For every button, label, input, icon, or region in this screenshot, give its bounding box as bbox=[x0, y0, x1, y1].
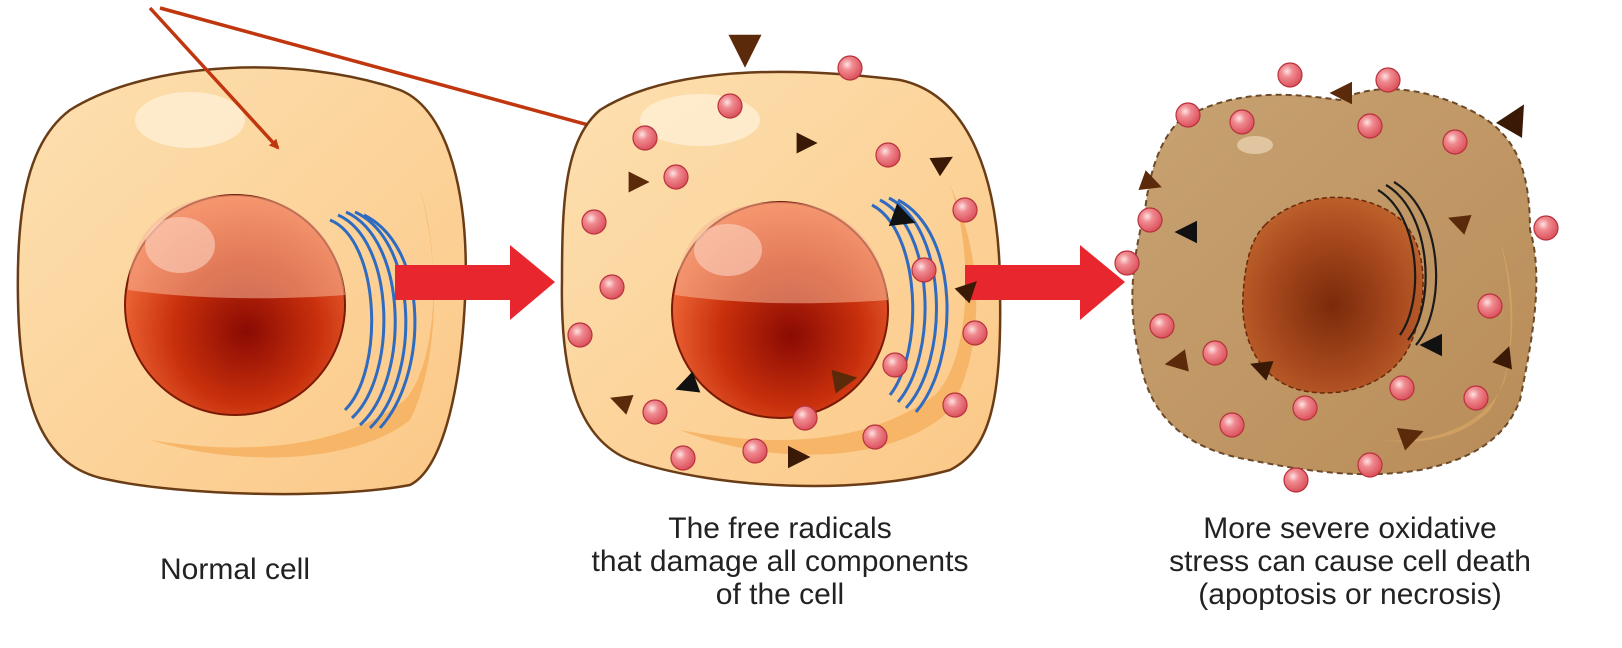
damaged-cell bbox=[562, 72, 1000, 486]
free-radical-dot bbox=[582, 210, 606, 234]
caption-damaged-line-1: The free radicals bbox=[560, 512, 1000, 545]
caption-dying-line-2: stress can cause cell death bbox=[1120, 545, 1580, 578]
caption-damaged-line-2: that damage all components bbox=[560, 545, 1000, 578]
free-radical-dot bbox=[743, 439, 767, 463]
free-radical-dot bbox=[1390, 376, 1414, 400]
free-radical-dot bbox=[1203, 341, 1227, 365]
free-radical-dot bbox=[876, 143, 900, 167]
caption-dying-cell: More severe oxidative stress can cause c… bbox=[1120, 512, 1580, 611]
free-radical-dot bbox=[1284, 468, 1308, 492]
free-radical-dot bbox=[718, 94, 742, 118]
free-radical-dot bbox=[1150, 314, 1174, 338]
free-radical-dot bbox=[963, 321, 987, 345]
free-radical-dot bbox=[671, 446, 695, 470]
free-radical-dot bbox=[1220, 413, 1244, 437]
free-radical-dot bbox=[633, 126, 657, 150]
oxidant-triangle bbox=[729, 35, 762, 68]
free-radical-dot bbox=[838, 56, 862, 80]
caption-damaged-line-3: of the cell bbox=[560, 578, 1000, 611]
free-radical-dot bbox=[600, 275, 624, 299]
normal-cell-gloss bbox=[135, 92, 245, 148]
caption-normal-cell: Normal cell bbox=[80, 553, 390, 586]
oxidant-triangle bbox=[1496, 97, 1537, 138]
free-radical-dot bbox=[1138, 208, 1162, 232]
free-radical-dot bbox=[912, 258, 936, 282]
caption-dying-line-3: (apoptosis or necrosis) bbox=[1120, 578, 1580, 611]
free-radical-dot bbox=[793, 406, 817, 430]
free-radical-dot bbox=[953, 198, 977, 222]
free-radical-dot bbox=[1443, 130, 1467, 154]
free-radical-dot bbox=[643, 400, 667, 424]
free-radical-dot bbox=[863, 425, 887, 449]
free-radical-dot bbox=[1478, 294, 1502, 318]
free-radical-dot bbox=[1278, 63, 1302, 87]
caption-normal-line-1: Normal cell bbox=[80, 553, 390, 586]
free-radical-dot bbox=[1464, 386, 1488, 410]
free-radical-dot bbox=[1176, 103, 1200, 127]
caption-dying-line-1: More severe oxidative bbox=[1120, 512, 1580, 545]
free-radical-dot bbox=[1376, 68, 1400, 92]
free-radical-dot bbox=[1358, 453, 1382, 477]
free-radical-dot bbox=[568, 323, 592, 347]
free-radical-dot bbox=[1230, 110, 1254, 134]
free-radical-dot bbox=[664, 165, 688, 189]
free-radical-dot bbox=[883, 353, 907, 377]
dying-cell bbox=[1132, 89, 1536, 474]
free-radical-dot bbox=[1358, 114, 1382, 138]
free-radical-dot bbox=[943, 393, 967, 417]
caption-damaged-cell: The free radicals that damage all compon… bbox=[560, 512, 1000, 611]
free-radical-dot bbox=[1115, 251, 1139, 275]
free-radical-dot bbox=[1534, 216, 1558, 240]
free-radical-dot bbox=[1293, 396, 1317, 420]
